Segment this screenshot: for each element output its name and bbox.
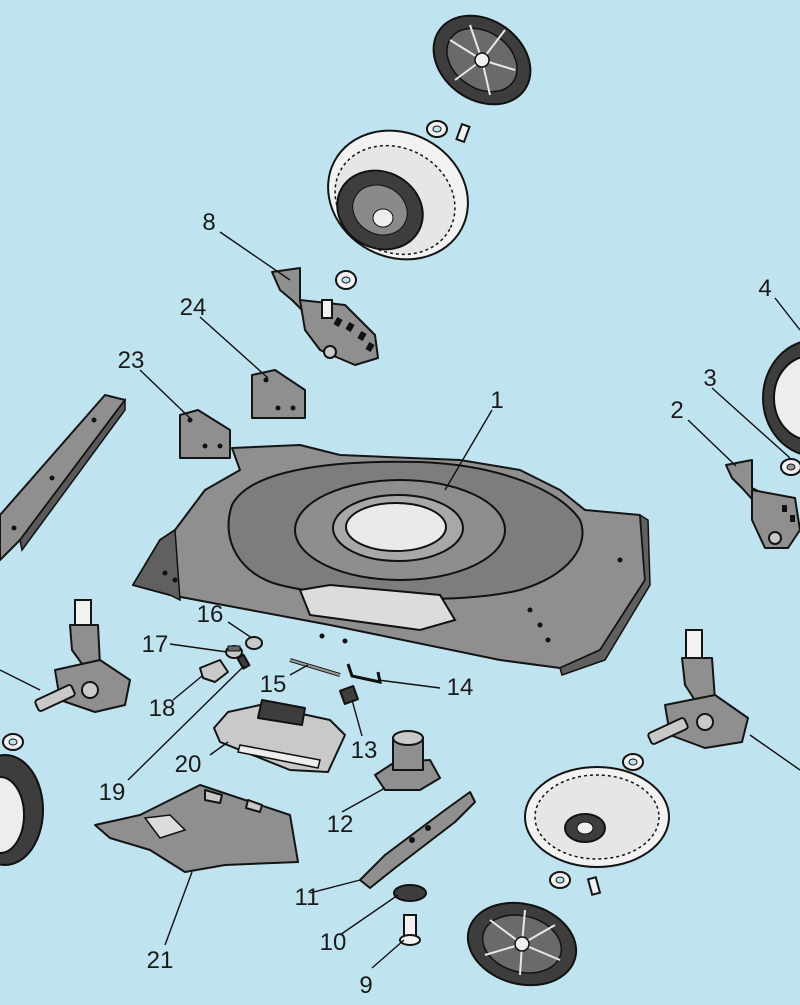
callout-20: 20 [175, 751, 202, 778]
callout-9: 9 [359, 972, 372, 999]
blade-bolt-9 [399, 914, 421, 946]
callout-labels: 8 24 23 1 3 2 4 16 17 18 19 20 15 14 13 … [99, 209, 772, 999]
wheel-top [327, 129, 469, 261]
washer-top [426, 120, 448, 138]
bracket-24 [251, 369, 306, 419]
callout-19: 19 [99, 779, 126, 806]
bolt-top [455, 122, 471, 144]
rod-15 [289, 658, 341, 677]
callout-21: 21 [147, 947, 174, 974]
blade-washer-10 [393, 884, 427, 902]
callout-23: 23 [118, 347, 145, 374]
mulch-plate-21 [94, 784, 299, 873]
bracket-23 [179, 409, 231, 459]
rail-left [0, 394, 126, 561]
callout-17: 17 [142, 631, 169, 658]
wheel-cover-top [432, 14, 532, 106]
callout-1: 1 [490, 387, 503, 414]
wheel-4 [762, 341, 800, 455]
rear-flap-20 [213, 699, 346, 773]
height-adjuster-2 [725, 459, 800, 549]
callout-13: 13 [351, 737, 378, 764]
clip-18 [199, 659, 229, 683]
nut-16 [245, 636, 263, 650]
callout-12: 12 [327, 811, 354, 838]
screw-19 [236, 653, 251, 670]
callout-10: 10 [320, 929, 347, 956]
deck-1 [131, 444, 651, 676]
height-adjuster-8 [271, 267, 379, 366]
blade-adapter-12 [374, 730, 441, 791]
washer-bottom [549, 871, 571, 889]
wheel-left [0, 754, 44, 866]
callout-16: 16 [197, 601, 224, 628]
callout-18: 18 [149, 695, 176, 722]
height-adjuster-right-rear [647, 629, 749, 749]
washer-3 [780, 458, 800, 476]
clip-14 [346, 663, 382, 684]
leader-lines [0, 231, 800, 969]
callout-11: 11 [295, 884, 320, 911]
wheel-bottom-right [524, 766, 670, 868]
washer-left [2, 733, 24, 751]
height-adjuster-left [34, 599, 131, 713]
wheel-cover-bottom [466, 901, 578, 987]
blade-11 [359, 791, 476, 889]
washer-mid [335, 270, 357, 290]
spring-13 [339, 685, 359, 705]
washer-right-rear [622, 753, 644, 771]
callout-8: 8 [202, 209, 215, 236]
callout-14: 14 [447, 674, 474, 701]
callout-15: 15 [260, 671, 287, 698]
bolt-bottom [586, 876, 602, 896]
callout-3: 3 [703, 365, 716, 392]
callout-24: 24 [180, 294, 207, 321]
callout-2: 2 [670, 397, 683, 424]
callout-4: 4 [758, 275, 771, 302]
